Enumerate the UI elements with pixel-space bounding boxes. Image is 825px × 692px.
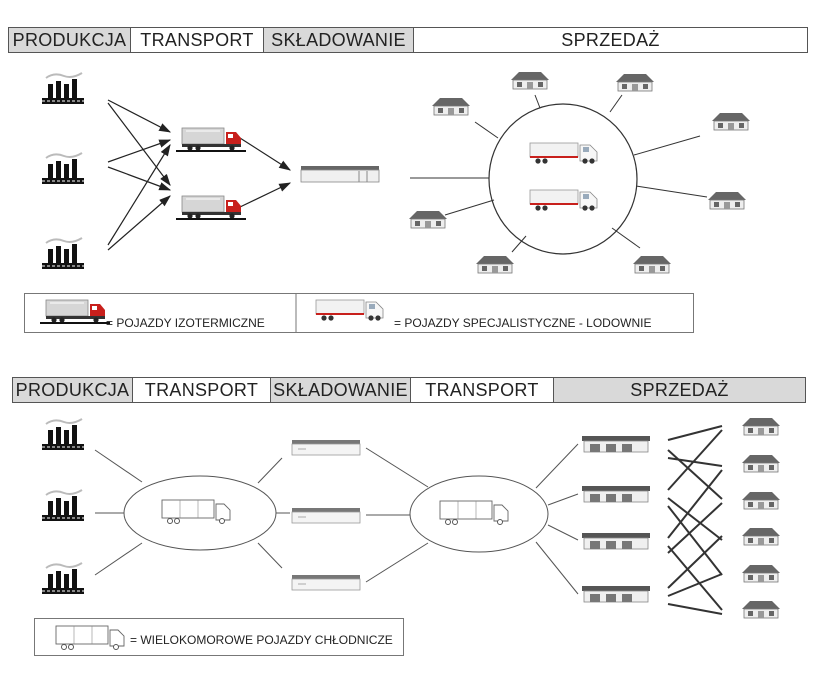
- house-icon: [475, 255, 515, 274]
- house-icon: [431, 97, 471, 116]
- house-icon: [615, 73, 655, 92]
- house-icon: [408, 210, 448, 229]
- house-icon: [707, 191, 747, 210]
- shop-icon: [581, 532, 651, 550]
- house-icon: [741, 417, 781, 436]
- factory-icon: [41, 489, 85, 522]
- top-stage-skladowanie: SKŁADOWANIE: [264, 28, 414, 52]
- house-icon: [711, 112, 751, 131]
- red-truck-icon: [175, 127, 247, 153]
- warehouse-icon: [291, 574, 361, 591]
- legend-reefer-label: = POJAZDY SPECJALISTYCZNE - LODOWNIE: [394, 316, 652, 330]
- legend-isothermal-label: = POJAZDY IZOTERMICZNE: [106, 316, 265, 330]
- bottom-stage-transport-1: TRANSPORT: [133, 378, 271, 402]
- bottom-stage-transport-2: TRANSPORT: [411, 378, 554, 402]
- factory-icon: [41, 72, 85, 105]
- shop-icon: [581, 435, 651, 453]
- top-stage-transport: TRANSPORT: [131, 28, 264, 52]
- legend-multi-compartment-label: = WIELOKOMOROWE POJAZDY CHŁODNICZE: [130, 633, 393, 647]
- house-icon: [510, 71, 550, 90]
- top-stage-sprzedaz: SPRZEDAŻ: [414, 28, 807, 52]
- legend-multi-compartment-truck-icon: [55, 625, 125, 650]
- bottom-stage-produkcja: PRODUKCJA: [13, 378, 133, 402]
- warehouse-icon: [291, 507, 361, 524]
- factory-icon: [41, 152, 85, 185]
- warehouse-icon: [291, 439, 361, 456]
- house-icon: [741, 564, 781, 583]
- house-icon: [741, 454, 781, 473]
- shop-house-crossings: [667, 425, 723, 615]
- factory-icon: [41, 418, 85, 451]
- top-stage-bar: PRODUKCJA TRANSPORT SKŁADOWANIE SPRZEDAŻ: [8, 27, 808, 53]
- house-icon: [632, 255, 672, 274]
- bottom-middle-spokes: [365, 443, 579, 595]
- distribution-ellipse: [488, 103, 638, 255]
- bottom-left-spokes: [94, 449, 290, 576]
- house-icon: [741, 491, 781, 510]
- bottom-stage-bar: PRODUKCJA TRANSPORT SKŁADOWANIE TRANSPOR…: [12, 377, 806, 403]
- legend-red-truck-icon: [39, 299, 111, 325]
- red-truck-icon: [175, 195, 247, 221]
- legend-white-truck-icon: [315, 299, 384, 322]
- warehouse-icon: [300, 165, 380, 183]
- house-icon: [741, 600, 781, 619]
- house-icon: [741, 527, 781, 546]
- factory-icon: [41, 562, 85, 595]
- shop-icon: [581, 585, 651, 603]
- bottom-stage-sprzedaz: SPRZEDAŻ: [554, 378, 805, 402]
- top-spokes: [444, 94, 708, 253]
- bottom-stage-skladowanie: SKŁADOWANIE: [271, 378, 411, 402]
- shop-icon: [581, 485, 651, 503]
- top-stage-produkcja: PRODUKCJA: [9, 28, 131, 52]
- top-factory-arrows: [107, 99, 292, 251]
- factory-icon: [41, 237, 85, 270]
